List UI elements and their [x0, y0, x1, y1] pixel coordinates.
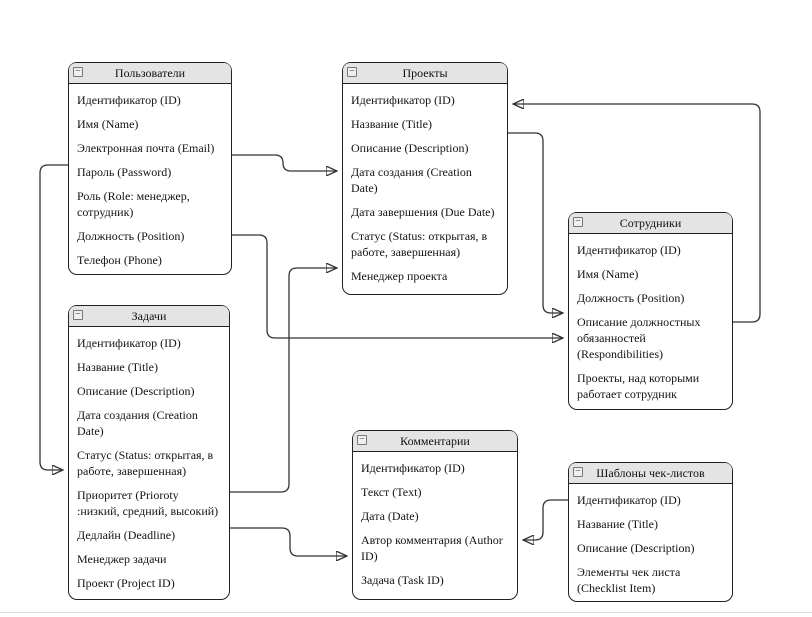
field-row: Идентификатор (ID) — [351, 93, 455, 107]
collapse-icon[interactable]: − — [573, 217, 583, 227]
entity-employees[interactable]: − Сотрудники Идентификатор (ID) Имя (Nam… — [568, 212, 733, 410]
entity-title: Задачи — [131, 308, 167, 323]
field-row: Роль (Role: менеджер, сотрудник) — [77, 189, 190, 219]
collapse-icon[interactable]: − — [573, 467, 583, 477]
connector-users-to-projects[interactable] — [232, 154, 336, 171]
field-row: Дата (Date) — [361, 509, 419, 523]
entity-title: Сотрудники — [619, 215, 682, 230]
connector-tasks-to-projects[interactable] — [230, 268, 336, 493]
entity-title: Пользователи — [114, 65, 186, 80]
entity-title: Проекты — [402, 65, 448, 80]
field-row: Телефон (Phone) — [77, 253, 162, 267]
field-row: Название (Title) — [351, 117, 432, 131]
field-row: Идентификатор (ID) — [577, 493, 681, 507]
field-row: Описание (Description) — [77, 384, 195, 398]
field-row: Электронная почта (Email) — [77, 141, 215, 155]
field-row: Имя (Name) — [577, 267, 639, 281]
entity-tasks-fields: Идентификатор (ID) Название (Title) Опис… — [69, 327, 229, 603]
entity-checklist-templates[interactable]: − Шаблоны чек-листов Идентификатор (ID) … — [568, 462, 733, 602]
field-row: Дедлайн (Deadline) — [77, 528, 176, 542]
field-row: Приоритет (Prioroty :низкий, средний, вы… — [77, 488, 219, 518]
entity-comments-header[interactable]: − Комментарии — [353, 431, 517, 452]
entity-title: Комментарии — [400, 433, 470, 448]
entity-employees-header[interactable]: − Сотрудники — [569, 213, 732, 234]
field-row: Название (Title) — [77, 360, 158, 374]
field-row: Проект (Project ID) — [77, 576, 175, 590]
field-row: Текст (Text) — [361, 485, 422, 499]
field-row: Пароль (Password) — [77, 165, 172, 179]
field-row: Идентификатор (ID) — [577, 243, 681, 257]
entity-users-fields: Идентификатор (ID) Имя (Name) Электронна… — [69, 84, 231, 280]
field-row: Проекты, над которыми работает сотрудник — [577, 371, 700, 401]
connector-templates-to-comments[interactable] — [524, 499, 568, 540]
field-row: Описание (Description) — [351, 141, 469, 155]
collapse-icon[interactable]: − — [347, 67, 357, 77]
entity-users[interactable]: − Пользователи Идентификатор (ID) Имя (N… — [68, 62, 232, 275]
connector-employees-to-projects[interactable] — [514, 104, 761, 323]
field-row: Идентификатор (ID) — [77, 93, 181, 107]
field-row: Статус (Status: открытая, в работе, заве… — [77, 448, 214, 478]
field-row: Статус (Status: открытая, в работе, заве… — [351, 229, 488, 259]
field-row: Идентификатор (ID) — [77, 336, 181, 350]
entity-tasks-header[interactable]: − Задачи — [69, 306, 229, 327]
connector-users-to-employees[interactable] — [232, 234, 562, 338]
entity-checklist-templates-header[interactable]: − Шаблоны чек-листов — [569, 463, 732, 484]
field-row: Элементы чек листа (Checklist Item) — [577, 565, 681, 595]
entity-employees-fields: Идентификатор (ID) Имя (Name) Должность … — [569, 234, 732, 414]
field-row: Задача (Task ID) — [361, 573, 444, 587]
entity-projects-fields: Идентификатор (ID) Название (Title) Опис… — [343, 84, 507, 296]
collapse-icon[interactable]: − — [73, 67, 83, 77]
field-row: Имя (Name) — [77, 117, 139, 131]
page-bottom-divider — [0, 612, 812, 613]
field-row: Описание должностных обязанностей (Respo… — [577, 315, 701, 361]
field-row: Должность (Position) — [77, 229, 185, 243]
field-row: Дата завершения (Due Date) — [351, 205, 495, 219]
field-row: Дата создания (Creation Date) — [77, 408, 198, 438]
collapse-icon[interactable]: − — [357, 435, 367, 445]
entity-title: Шаблоны чек-листов — [596, 465, 705, 480]
entity-comments-fields: Идентификатор (ID) Текст (Text) Дата (Da… — [353, 452, 517, 600]
field-row: Описание (Description) — [577, 541, 695, 555]
entity-users-header[interactable]: − Пользователи — [69, 63, 231, 84]
field-row: Дата создания (Creation Date) — [351, 165, 472, 195]
entity-tasks[interactable]: − Задачи Идентификатор (ID) Название (Ti… — [68, 305, 230, 600]
field-row: Идентификатор (ID) — [361, 461, 465, 475]
entity-projects-header[interactable]: − Проекты — [343, 63, 507, 84]
field-row: Автор комментария (Author ID) — [361, 533, 503, 563]
collapse-icon[interactable]: − — [73, 310, 83, 320]
connector-projects-to-employees[interactable] — [508, 132, 562, 313]
field-row: Должность (Position) — [577, 291, 685, 305]
entity-comments[interactable]: − Комментарии Идентификатор (ID) Текст (… — [352, 430, 518, 600]
connector-users-to-tasks[interactable] — [39, 164, 68, 470]
field-row: Менеджер проекта — [351, 269, 448, 283]
field-row: Менеджер задачи — [77, 552, 167, 566]
field-row: Название (Title) — [577, 517, 658, 531]
entity-checklist-templates-fields: Идентификатор (ID) Название (Title) Опис… — [569, 484, 732, 608]
connector-tasks-to-comments[interactable] — [230, 527, 346, 556]
entity-projects[interactable]: − Проекты Идентификатор (ID) Название (T… — [342, 62, 508, 295]
